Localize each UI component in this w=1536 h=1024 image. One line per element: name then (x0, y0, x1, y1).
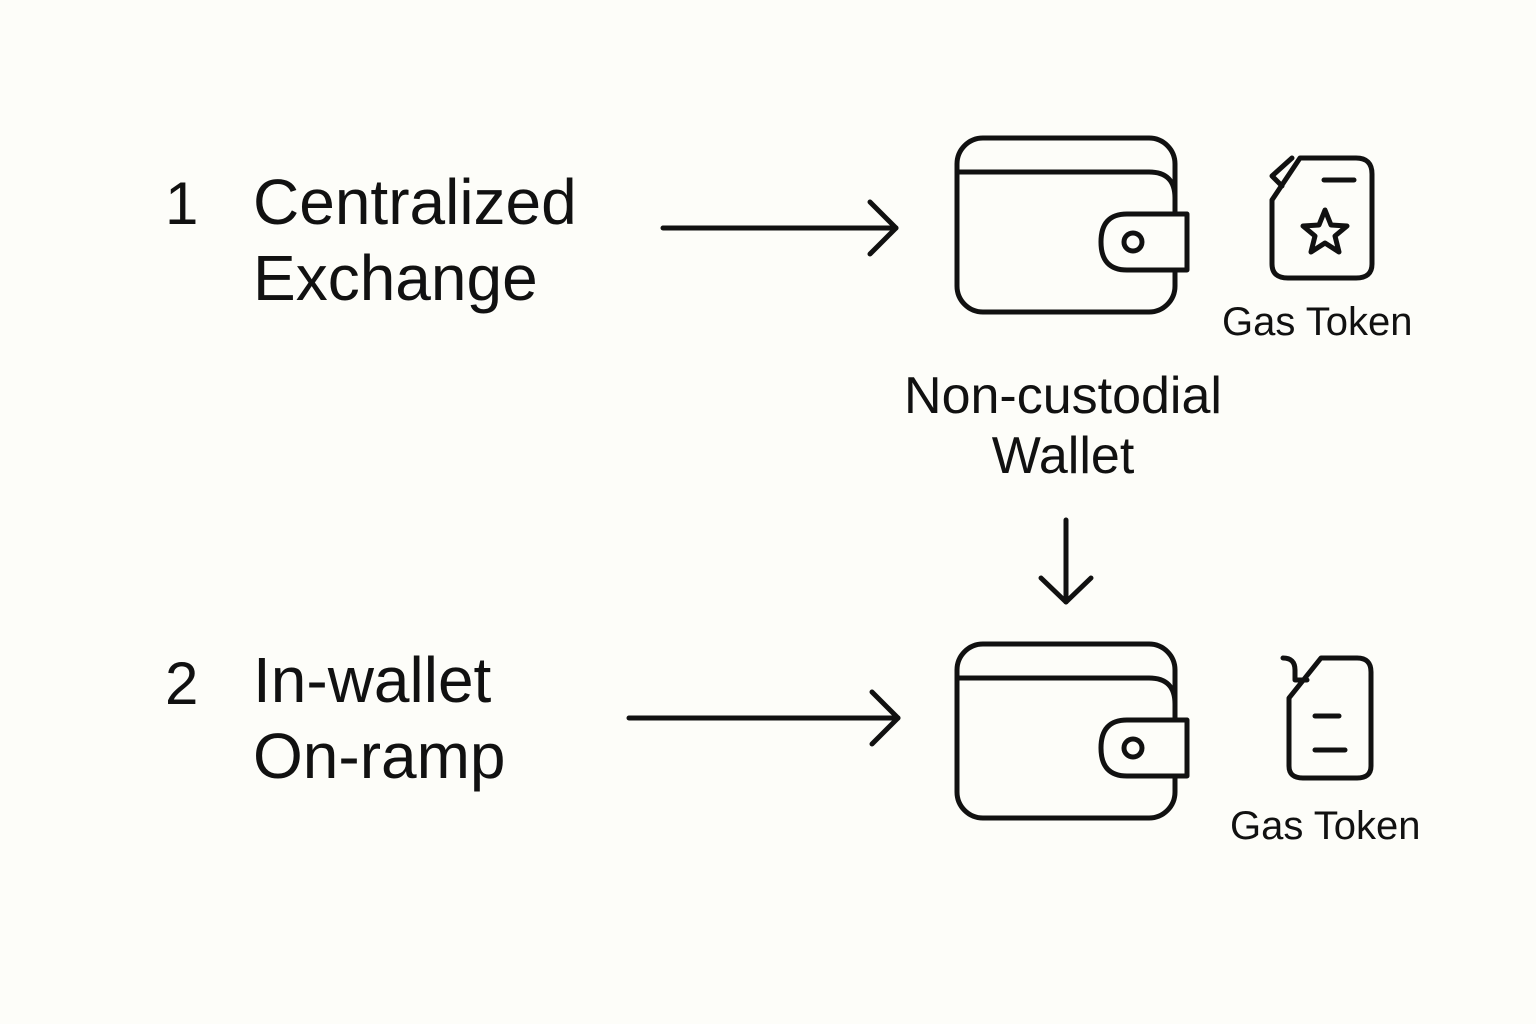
step-2-number: 2 (165, 650, 199, 717)
step-1-gas-token-label: Gas Token (1222, 300, 1413, 344)
step-2-title-line-1: In-wallet (253, 644, 492, 716)
wallet-label: Non-custodial Wallet (893, 366, 1233, 486)
step-2-title-line-2: On-ramp (253, 720, 506, 792)
wallet-label-line-1: Non-custodial (904, 367, 1222, 425)
step-1-number: 1 (165, 170, 199, 237)
step-1-title: Centralized Exchange (253, 164, 577, 316)
gas-can-star-icon (1269, 155, 1375, 281)
wallet-icon (954, 641, 1190, 821)
down-arrow-icon (1038, 517, 1094, 605)
right-arrow-icon (660, 199, 899, 257)
step-2-gas-token-label: Gas Token (1230, 804, 1421, 848)
wallet-icon (954, 135, 1190, 315)
step-1-title-line-1: Centralized (253, 166, 577, 238)
gas-can-lines-icon (1280, 655, 1374, 781)
step-2-title: In-wallet On-ramp (253, 642, 506, 794)
right-arrow-icon (626, 689, 901, 747)
step-1-title-line-2: Exchange (253, 242, 538, 314)
wallet-label-line-2: Wallet (991, 427, 1135, 485)
